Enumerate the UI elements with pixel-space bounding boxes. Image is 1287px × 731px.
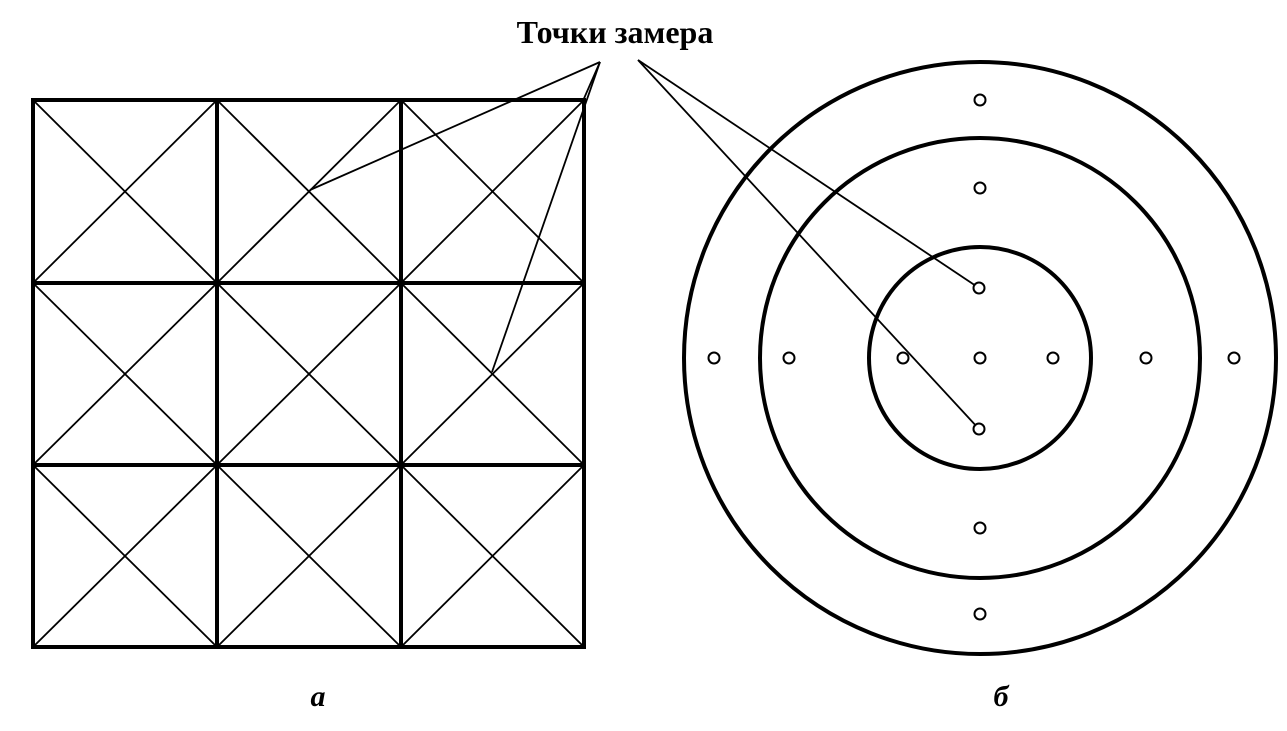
cell-diagonal [32,464,218,648]
inner-ring [867,245,1093,471]
caption-right: б [994,680,1010,713]
measurement-point [972,281,986,295]
cell-diagonal [216,464,402,648]
cell-diagonal [216,99,402,284]
measurement-point [973,351,987,365]
measurement-point [972,422,986,436]
grid-lines [33,100,584,647]
measurement-point [973,181,987,195]
cell-diagonal [400,99,585,284]
measurement-point [896,351,910,365]
measurement-point [973,521,987,535]
leader-lines [309,59,980,430]
leader-line-4 [637,59,980,289]
outer-ring [682,60,1278,656]
caption-left: а [311,680,326,713]
square-grid-figure [31,98,586,649]
measurement-point [973,93,987,107]
cell-diagonal [400,282,585,466]
cell-diagonal [32,99,218,284]
grid-frame [31,98,586,649]
leader-line-5 [637,59,980,430]
measurement-point [707,351,721,365]
measurement-point [782,351,796,365]
measurement-point [973,607,987,621]
concentric-rings-figure [682,60,1278,656]
cell-diagonal [32,282,218,466]
middle-ring [758,136,1202,580]
cell-diagonal [216,282,402,466]
measurement-point [1139,351,1153,365]
measurement-point [1227,351,1241,365]
diagram-title: Точки замера [517,14,714,50]
cell-diagonal [400,464,585,648]
measurement-points [707,93,1241,621]
measurement-point [1046,351,1060,365]
leader-line-1 [309,61,601,191]
cell-diagonals [32,99,585,648]
